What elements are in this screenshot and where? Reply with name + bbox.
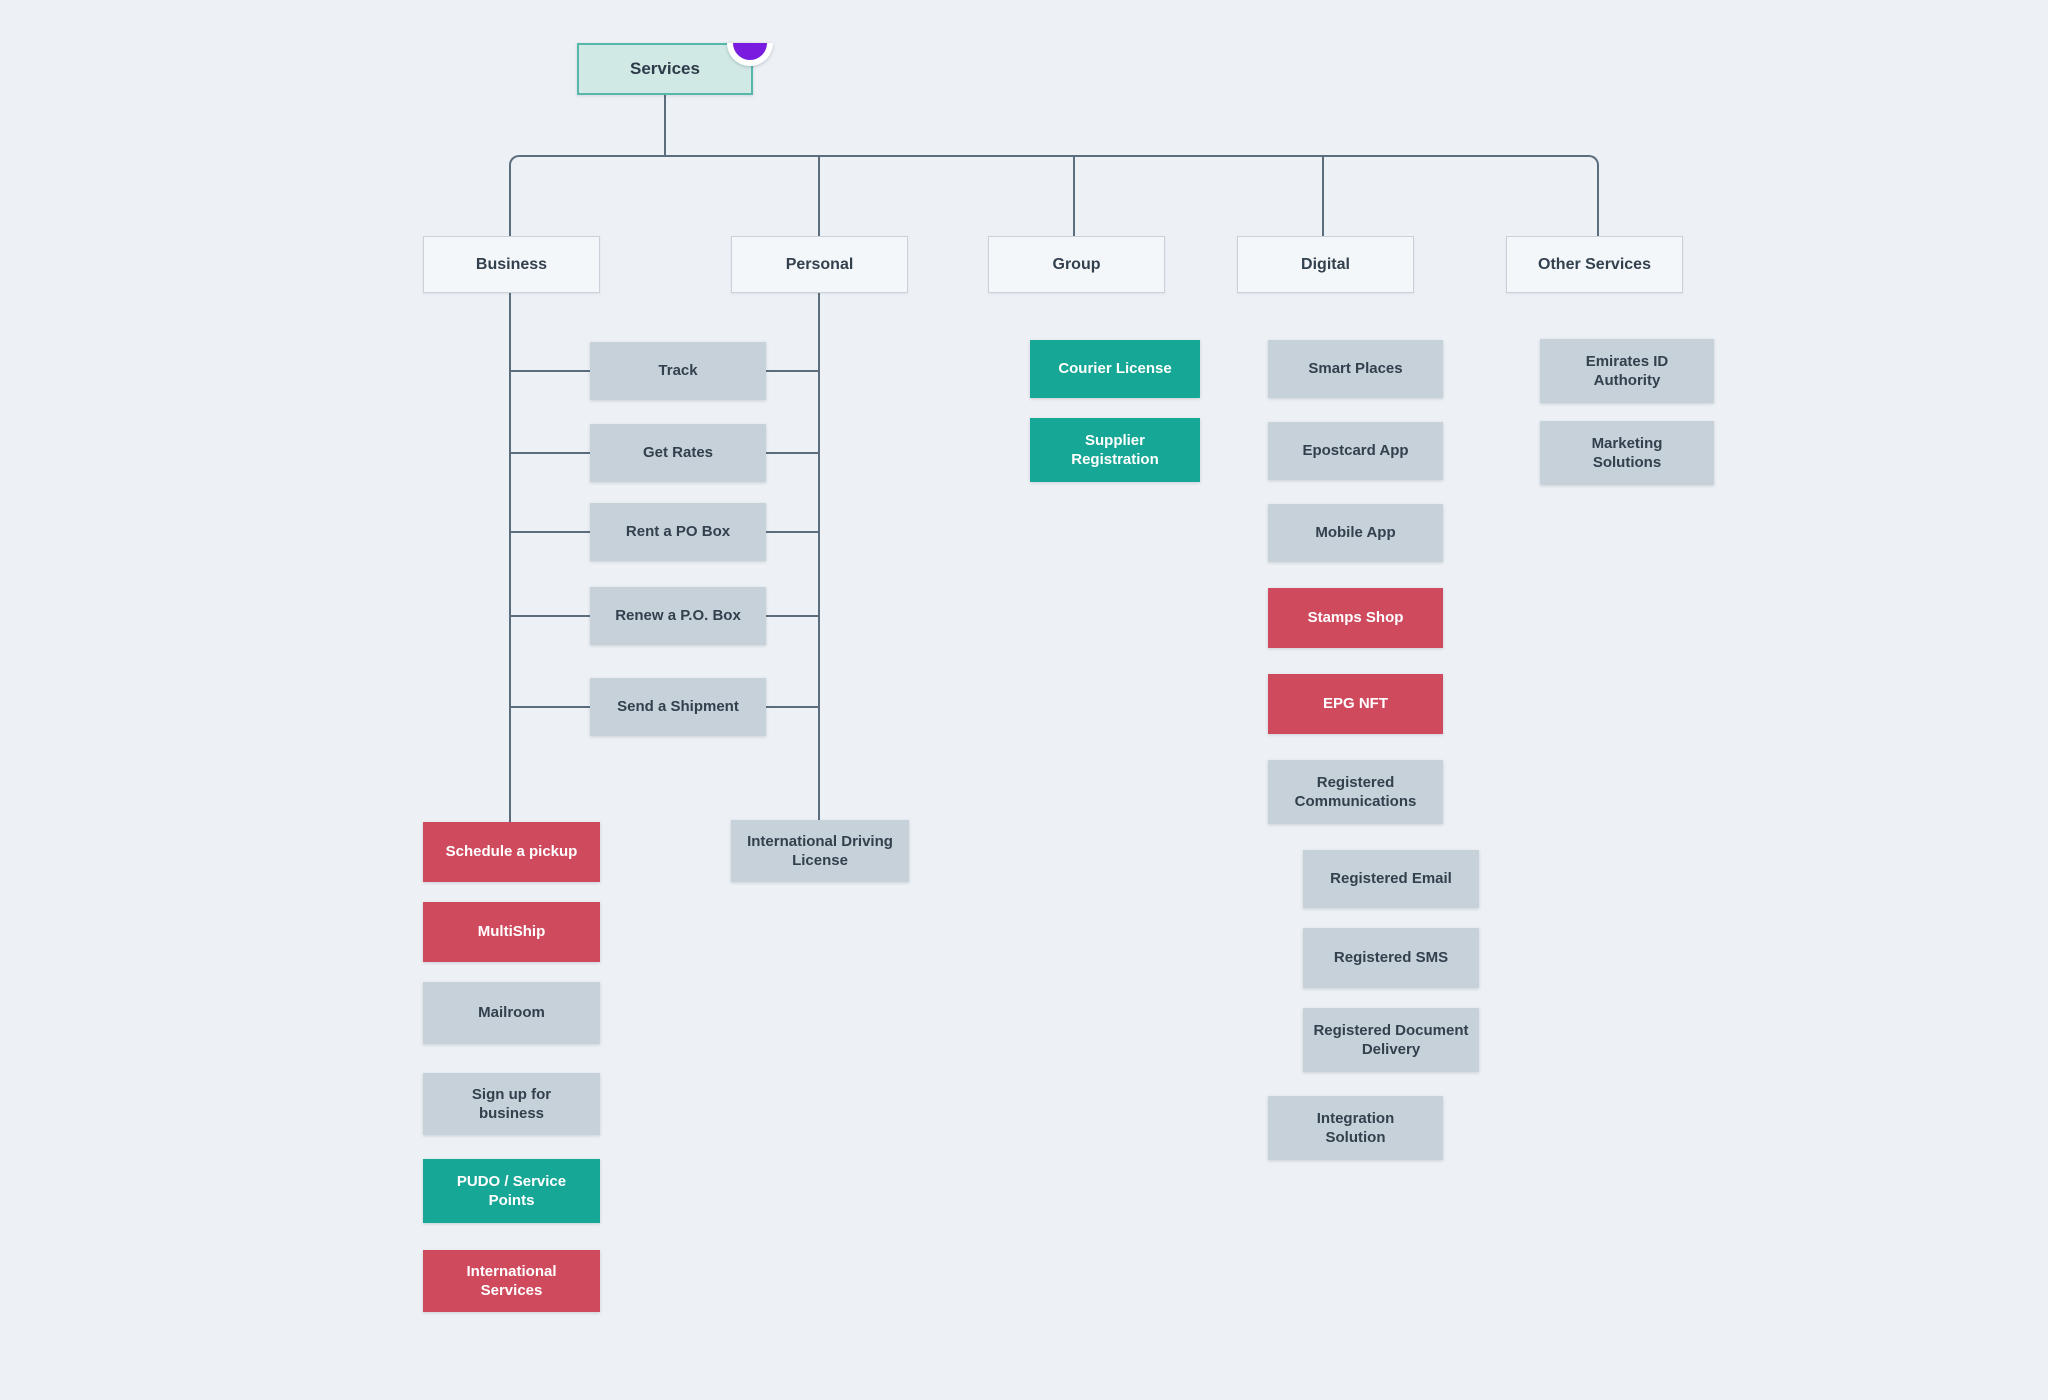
- node-send-a-shipment[interactable]: Send a Shipment: [590, 678, 766, 736]
- branch-header-label: Group: [1052, 255, 1101, 273]
- node-label: Registered SMS: [1333, 949, 1449, 967]
- connector-stub: [766, 452, 818, 454]
- node-mobile-app[interactable]: Mobile App: [1268, 504, 1443, 562]
- node-mailroom[interactable]: Mailroom: [423, 982, 600, 1044]
- node-schedule-a-pickup[interactable]: Schedule a pickup: [423, 822, 600, 882]
- node-courier-license[interactable]: Courier License: [1030, 340, 1200, 398]
- node-label: Registered Document Delivery: [1313, 1021, 1469, 1059]
- node-registered-communications[interactable]: Registered Communications: [1268, 760, 1443, 824]
- node-label: Track: [658, 362, 698, 380]
- connector-drop-digital: [1322, 157, 1324, 236]
- branch-header-label: Business: [475, 255, 548, 273]
- connector-stub: [766, 615, 818, 617]
- node-label: Registered Email: [1330, 870, 1452, 888]
- node-label: Integration Solution: [1316, 1109, 1395, 1147]
- root-node-label: Services: [630, 59, 700, 78]
- node-supplier-registration[interactable]: Supplier Registration: [1030, 418, 1200, 482]
- connector-stub: [510, 706, 590, 708]
- node-multiship[interactable]: MultiShip: [423, 902, 600, 962]
- connector-stub: [510, 452, 590, 454]
- node-label: Marketing Solutions: [1591, 434, 1663, 472]
- connector-stub: [510, 615, 590, 617]
- node-get-rates[interactable]: Get Rates: [590, 424, 766, 482]
- branch-header-group[interactable]: Group: [988, 236, 1165, 293]
- node-label: Epostcard App: [1302, 442, 1409, 460]
- presence-badge-icon: [733, 43, 767, 60]
- node-stamps-shop[interactable]: Stamps Shop: [1268, 588, 1443, 648]
- node-rent-a-po-box[interactable]: Rent a PO Box: [590, 503, 766, 561]
- node-label: Get Rates: [642, 444, 714, 462]
- connector-stub: [766, 706, 818, 708]
- node-registered-document-delivery[interactable]: Registered Document Delivery: [1303, 1008, 1479, 1072]
- node-international-driving-license[interactable]: International Driving License: [731, 820, 909, 882]
- node-label: PUDO / Service Points: [456, 1172, 567, 1210]
- node-registered-email[interactable]: Registered Email: [1303, 850, 1479, 908]
- node-label: Emirates ID Authority: [1585, 352, 1669, 390]
- node-pudo-service-points[interactable]: PUDO / Service Points: [423, 1159, 600, 1223]
- connector-branch-bus: [509, 155, 1599, 238]
- node-renew-a-po-box[interactable]: Renew a P.O. Box: [590, 587, 766, 645]
- node-sign-up-for-business[interactable]: Sign up for business: [423, 1073, 600, 1135]
- branch-header-business[interactable]: Business: [423, 236, 600, 293]
- node-epg-nft[interactable]: EPG NFT: [1268, 674, 1443, 734]
- connector-drop-group: [1073, 157, 1075, 236]
- branch-header-label: Other Services: [1538, 255, 1651, 273]
- node-track[interactable]: Track: [590, 342, 766, 400]
- node-label: Rent a PO Box: [625, 523, 731, 541]
- connector-drop-personal: [818, 157, 820, 236]
- node-label: Schedule a pickup: [445, 843, 578, 861]
- node-label: Stamps Shop: [1307, 609, 1404, 627]
- node-label: Renew a P.O. Box: [615, 607, 741, 625]
- node-label: Sign up for business: [471, 1085, 552, 1123]
- node-label: Send a Shipment: [617, 698, 739, 716]
- connector-personal-spine: [818, 293, 820, 820]
- connector-stub: [510, 531, 590, 533]
- branch-header-personal[interactable]: Personal: [731, 236, 908, 293]
- node-label: Smart Places: [1308, 360, 1403, 378]
- node-label: Courier License: [1058, 360, 1172, 378]
- branch-header-other-services[interactable]: Other Services: [1506, 236, 1683, 293]
- connector-stub: [510, 370, 590, 372]
- node-international-services[interactable]: International Services: [423, 1250, 600, 1312]
- node-label: Mobile App: [1315, 524, 1396, 542]
- connector-root-stub: [664, 95, 666, 156]
- node-label: Mailroom: [478, 1004, 545, 1022]
- branch-header-digital[interactable]: Digital: [1237, 236, 1414, 293]
- node-label: Supplier Registration: [1071, 431, 1159, 469]
- root-node-services[interactable]: Services: [577, 43, 753, 95]
- node-label: International Services: [466, 1262, 557, 1300]
- node-label: International Driving License: [747, 832, 893, 870]
- connector-business-spine: [509, 293, 511, 822]
- branch-header-label: Digital: [1301, 255, 1350, 273]
- node-integration-solution[interactable]: Integration Solution: [1268, 1096, 1443, 1160]
- node-label: EPG NFT: [1322, 695, 1388, 713]
- node-smart-places[interactable]: Smart Places: [1268, 340, 1443, 398]
- node-emirates-id-authority[interactable]: Emirates ID Authority: [1540, 339, 1714, 403]
- node-registered-sms[interactable]: Registered SMS: [1303, 928, 1479, 988]
- branch-header-label: Personal: [785, 255, 854, 273]
- node-epostcard-app[interactable]: Epostcard App: [1268, 422, 1443, 480]
- node-label: MultiShip: [477, 923, 546, 941]
- connector-stub: [766, 531, 818, 533]
- connector-stub: [766, 370, 818, 372]
- node-marketing-solutions[interactable]: Marketing Solutions: [1540, 421, 1714, 485]
- node-label: Registered Communications: [1294, 773, 1417, 811]
